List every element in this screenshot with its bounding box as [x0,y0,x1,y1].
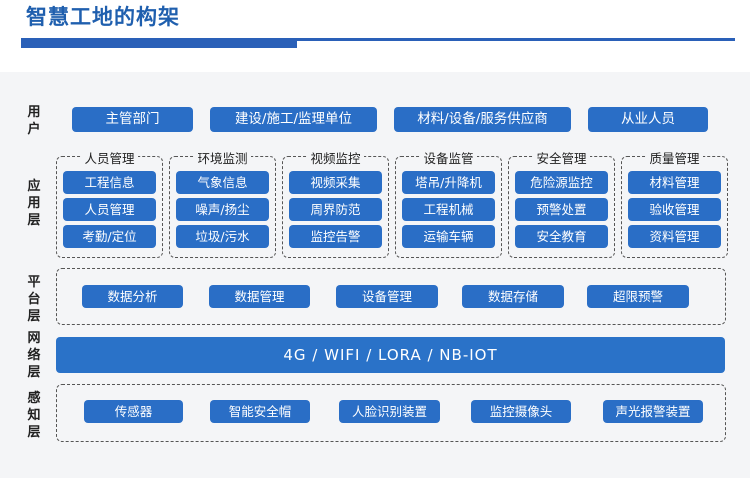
app-item: 垃圾/污水 [176,225,269,248]
user-item-construction-units: 建设/施工/监理单位 [210,107,377,132]
app-group-quality: 质量管理 材料管理 验收管理 资料管理 [621,151,728,258]
perception-item-sensor: 传感器 [84,400,183,423]
perception-layer-label: 感 知 层 [22,388,46,442]
application-layer-label: 应 用 层 [22,176,46,230]
label-char: 层 [27,364,41,380]
user-layer-label: 用 户 [22,104,46,138]
platform-item-overlimit-warning: 超限预警 [587,285,689,308]
app-item: 视频采集 [289,171,382,194]
group-title: 质量管理 [622,148,727,167]
user-item-suppliers: 材料/设备/服务供应商 [394,107,571,132]
group-title-text: 人员管理 [81,151,138,166]
label-char: 知 [27,407,41,423]
label-char: 络 [27,347,41,363]
app-item: 危险源监控 [515,171,608,194]
group-title-text: 环境监测 [194,151,251,166]
platform-layer-label: 平 台 层 [22,272,46,326]
perception-item-camera: 监控摄像头 [471,400,571,423]
app-item: 监控告警 [289,225,382,248]
app-item: 安全教育 [515,225,608,248]
user-item-authority: 主管部门 [72,107,193,132]
app-item: 人员管理 [63,198,156,221]
label-char: 用 [27,105,41,120]
page-title: 智慧工地的构架 [26,5,180,29]
platform-layer-box [56,268,726,325]
group-title-text: 视频监控 [307,151,364,166]
platform-item-data-storage: 数据存储 [462,285,564,308]
group-title-text: 质量管理 [646,151,703,166]
app-group-environment: 环境监测 气象信息 噪声/扬尘 垃圾/污水 [169,151,276,258]
app-item: 周界防范 [289,198,382,221]
app-item: 塔吊/升降机 [402,171,495,194]
label-char: 层 [27,212,41,228]
label-char: 用 [27,195,41,211]
network-layer-label: 网 络 层 [22,328,46,382]
app-item: 噪声/扬尘 [176,198,269,221]
platform-item-data-management: 数据管理 [209,285,310,308]
app-item: 气象信息 [176,171,269,194]
title-underline-dark [21,38,297,48]
group-title-text: 设备监管 [420,151,477,166]
app-group-personnel: 人员管理 工程信息 人员管理 考勤/定位 [56,151,163,258]
perception-layer-box [56,384,726,442]
app-group-safety: 安全管理 危险源监控 预警处置 安全教育 [508,151,615,258]
label-char: 平 [27,274,41,290]
group-title: 人员管理 [57,148,162,167]
label-char: 感 [27,390,41,406]
app-item: 预警处置 [515,198,608,221]
app-group-equipment: 设备监管 塔吊/升降机 工程机械 运输车辆 [395,151,502,258]
platform-item-data-analysis: 数据分析 [82,285,183,308]
label-char: 台 [27,291,41,307]
app-item: 资料管理 [628,225,721,248]
label-char: 层 [27,308,41,324]
app-item: 工程机械 [402,198,495,221]
label-char: 户 [27,122,41,137]
group-title: 安全管理 [509,148,614,167]
app-item: 验收管理 [628,198,721,221]
perception-item-alarm: 声光报警装置 [603,400,703,423]
app-item: 运输车辆 [402,225,495,248]
perception-item-face-recognition: 人脸识别装置 [339,400,440,423]
user-item-practitioners: 从业人员 [588,107,708,132]
app-item: 工程信息 [63,171,156,194]
platform-item-device-management: 设备管理 [336,285,438,308]
network-protocols-bar: 4G / WIFI / LORA / NB-IOT [56,337,725,373]
group-title: 设备监管 [396,148,501,167]
title-underline-thin [297,38,735,41]
app-group-video: 视频监控 视频采集 周界防范 监控告警 [282,151,389,258]
group-title: 环境监测 [170,148,275,167]
app-item: 考勤/定位 [63,225,156,248]
label-char: 层 [27,424,41,440]
group-title-text: 安全管理 [533,151,590,166]
perception-item-smart-helmet: 智能安全帽 [210,400,310,423]
app-item: 材料管理 [628,171,721,194]
group-title: 视频监控 [283,148,388,167]
label-char: 应 [27,178,41,194]
label-char: 网 [27,330,41,346]
